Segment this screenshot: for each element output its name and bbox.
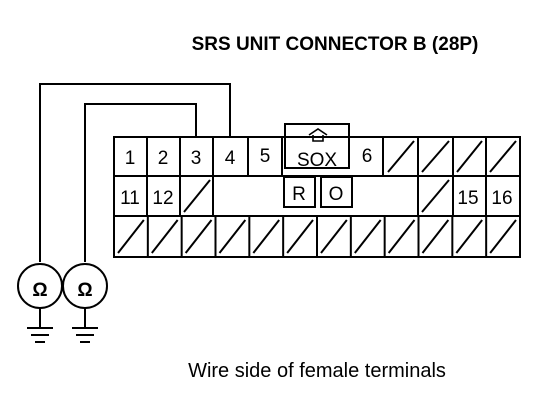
middle-row bbox=[146, 176, 487, 216]
terminal-12: 12 bbox=[152, 188, 173, 209]
label-o: O bbox=[329, 184, 344, 205]
hatched-cell bbox=[252, 219, 280, 254]
cell-o bbox=[320, 176, 353, 208]
top-row bbox=[146, 123, 517, 176]
ohmmeter-right: Ω bbox=[62, 263, 108, 343]
wire-terminal-3 bbox=[84, 103, 197, 262]
bottom-row bbox=[117, 216, 517, 257]
hatched-cell bbox=[320, 219, 348, 254]
hatched-cell bbox=[218, 219, 247, 254]
terminal-2: 2 bbox=[158, 148, 169, 169]
terminal-4: 4 bbox=[225, 148, 236, 169]
ohm-symbol: Ω bbox=[32, 280, 47, 301]
ohmmeter-left: Ω bbox=[17, 263, 63, 343]
hatched-cell bbox=[117, 219, 145, 254]
terminal-16: 16 bbox=[491, 188, 512, 209]
diagram-caption: Wire side of female terminals bbox=[188, 360, 446, 382]
hatched-cell bbox=[286, 219, 314, 254]
diagram-title: SRS UNIT CONNECTOR B (28P) bbox=[192, 34, 479, 55]
meter-wires bbox=[39, 83, 231, 262]
arrow-up-icon bbox=[308, 128, 328, 142]
terminal-1: 1 bbox=[125, 148, 136, 169]
hatched-cell bbox=[354, 219, 382, 254]
hatched-cell bbox=[184, 219, 213, 254]
terminal-5: 5 bbox=[260, 146, 271, 167]
hatched-cell bbox=[489, 219, 517, 254]
terminal-6: 6 bbox=[362, 146, 373, 167]
label-r: R bbox=[292, 184, 306, 205]
ohm-symbol: Ω bbox=[77, 280, 92, 301]
terminal-3: 3 bbox=[191, 148, 202, 169]
terminal-15: 15 bbox=[457, 188, 478, 209]
hatched-cell bbox=[421, 219, 450, 254]
wire-terminal-4 bbox=[39, 83, 231, 262]
hatched-cell bbox=[151, 219, 179, 254]
cell-r bbox=[283, 176, 316, 208]
hatched-cell bbox=[455, 219, 483, 254]
terminal-11: 11 bbox=[120, 188, 140, 209]
lock-label: SOX bbox=[297, 150, 337, 171]
lock-tab bbox=[284, 123, 350, 169]
hatched-cell bbox=[387, 219, 416, 254]
